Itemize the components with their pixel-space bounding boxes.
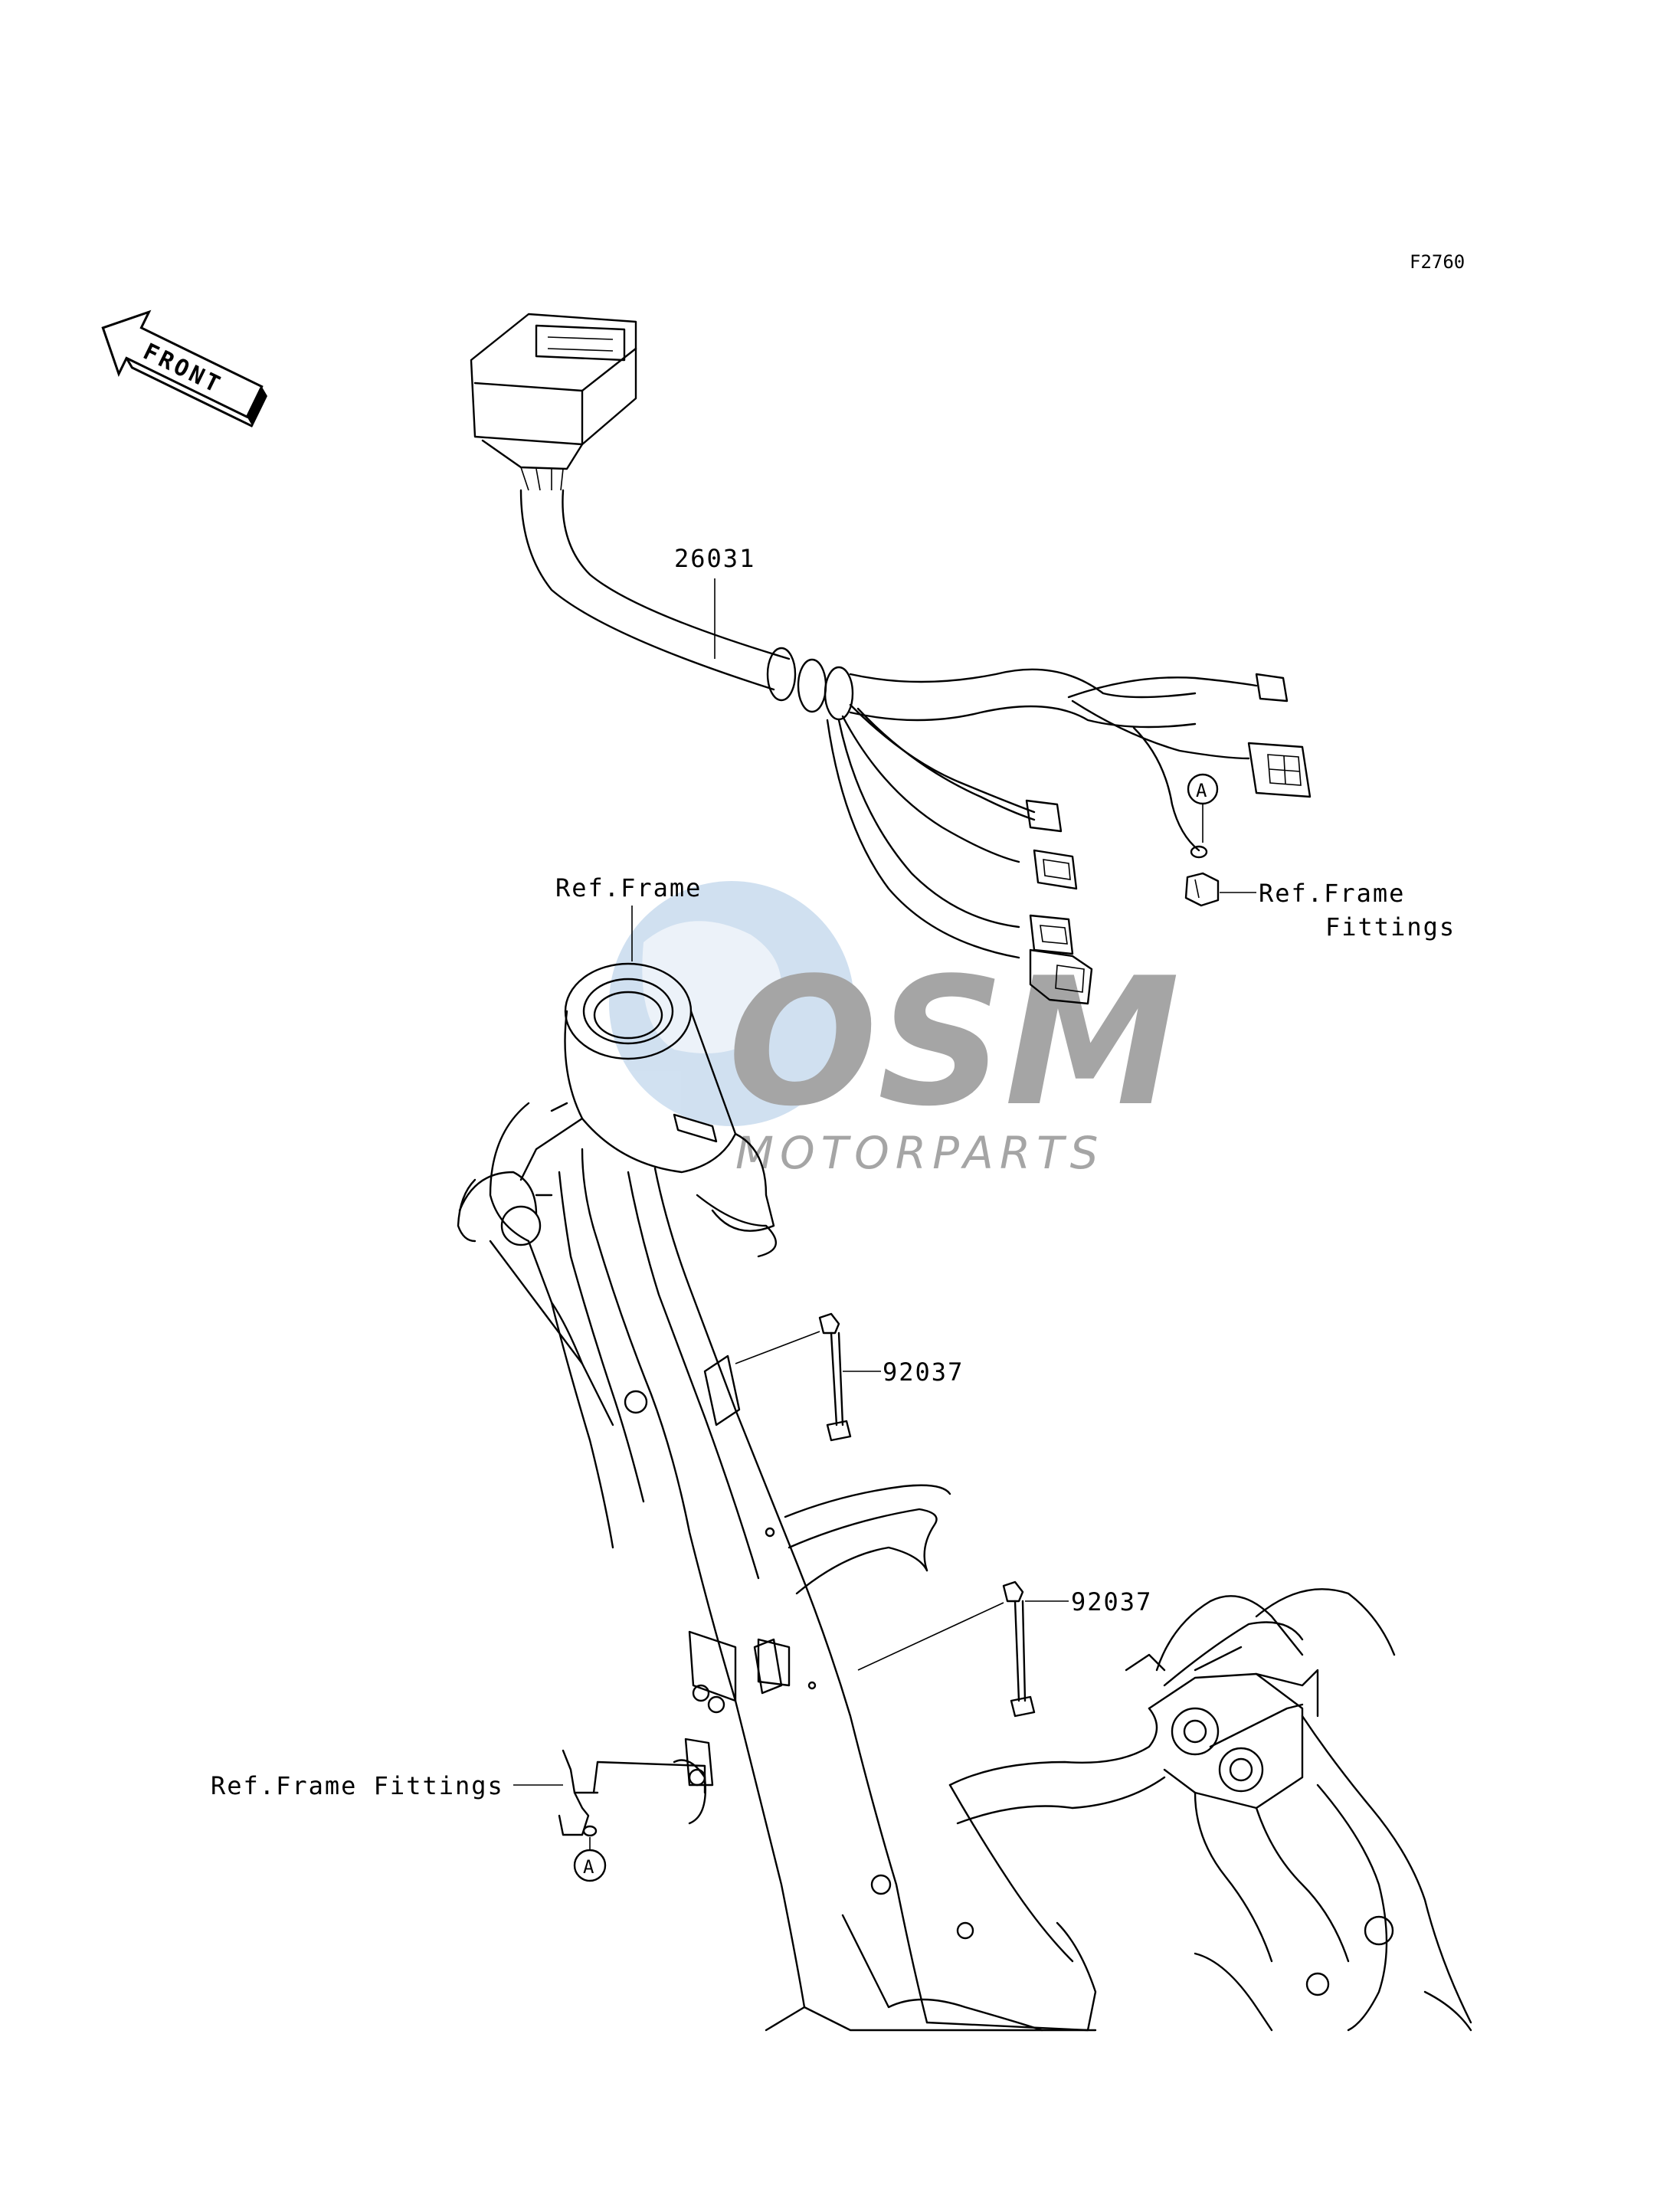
part-number-92037-upper: 92037 xyxy=(883,1358,964,1387)
ref-frame-fittings-line2: Fittings xyxy=(1325,912,1456,942)
clamp-92037-upper: 92037 xyxy=(735,1312,964,1442)
motorcycle-frame xyxy=(457,962,1472,2032)
clamp-92037-lower: 92037 xyxy=(857,1580,1152,1718)
ref-frame-label: Ref.Frame xyxy=(555,873,702,902)
watermark-globe-icon xyxy=(609,881,854,1126)
part-number-26031: 26031 xyxy=(674,544,755,573)
connector-4-icon xyxy=(1029,948,1093,1005)
ref-frame-fittings-inline: Ref.Frame Fittings xyxy=(211,1771,504,1800)
callout-a-upper: A xyxy=(1187,773,1219,843)
multipin-connector-icon xyxy=(1247,742,1312,798)
callout-a-upper-label: A xyxy=(1196,780,1207,801)
watermark-brand: OSM xyxy=(728,941,1180,1145)
frame-fitting-bolt-icon xyxy=(1184,872,1220,907)
callout-a-lower: A xyxy=(573,1837,607,1882)
osm-watermark: OSM MOTORPARTS xyxy=(609,881,1180,1179)
main-connector-icon xyxy=(470,313,637,491)
clamp-head-icon xyxy=(818,1312,840,1335)
wiring-harness-26031: 26031 xyxy=(470,313,1312,1005)
connector-2-icon xyxy=(1033,849,1078,890)
clamp-head-icon xyxy=(1002,1580,1024,1603)
watermark-subtitle: MOTORPARTS xyxy=(735,1127,1104,1179)
figure-code: F2760 xyxy=(1410,251,1465,273)
front-direction-arrow-icon: FRONT xyxy=(101,310,267,427)
ground-bracket-icon xyxy=(558,1749,706,1837)
connector-1-icon xyxy=(1025,799,1063,833)
callout-a-lower-label: A xyxy=(583,1856,594,1878)
ref-frame-fittings-line1: Ref.Frame xyxy=(1259,879,1405,908)
part-number-92037-lower: 92037 xyxy=(1071,1587,1152,1616)
connector-3-icon xyxy=(1029,914,1074,955)
